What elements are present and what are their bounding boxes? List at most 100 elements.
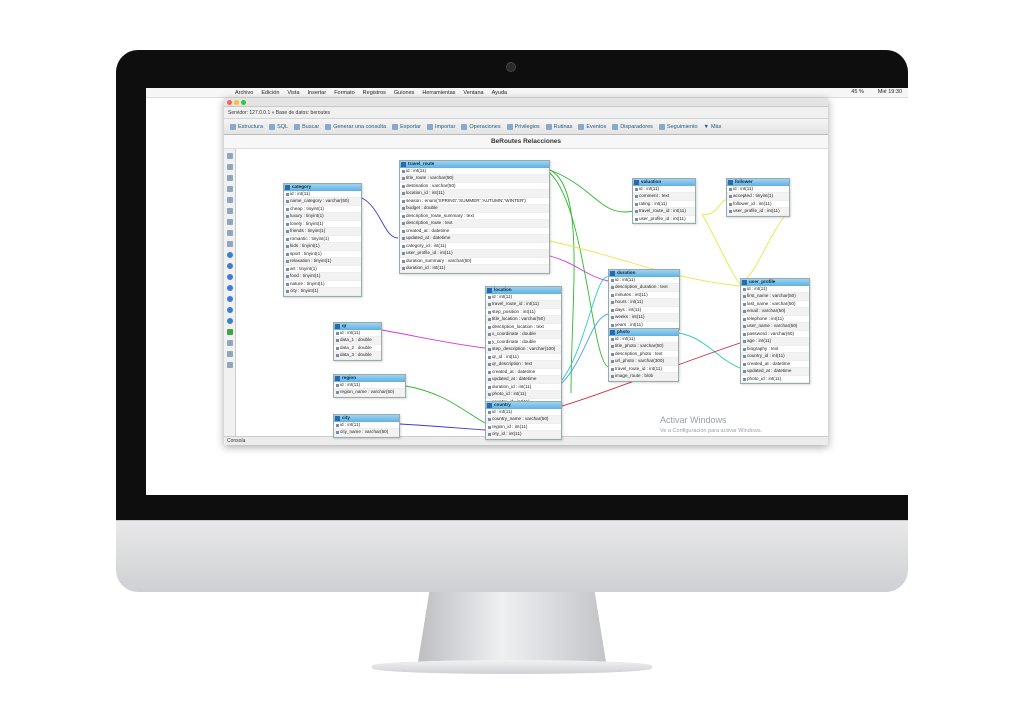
tab-eventos[interactable]: Eventos: [578, 123, 606, 130]
menu-herramientas[interactable]: Herramientas: [422, 89, 456, 96]
toolbar-icon[interactable]: [227, 307, 233, 313]
table-row[interactable]: travel_route_id : int(11): [486, 301, 561, 309]
table-row[interactable]: id : int(11): [284, 191, 361, 198]
table-travel-route[interactable]: travel_route id : int(11) title_route : …: [399, 160, 550, 274]
table-city[interactable]: city id : int(11) city_name : varchar(50…: [333, 414, 400, 438]
table-row[interactable]: x_coordinate : double: [486, 331, 561, 339]
table-header[interactable]: region: [334, 375, 405, 382]
table-row[interactable]: country_name : varchar(50): [486, 416, 561, 424]
table-header[interactable]: valuation: [633, 179, 695, 186]
table-row[interactable]: image_route : blob: [609, 373, 678, 381]
tab-disparadores[interactable]: Disparadores: [612, 123, 653, 130]
table-row[interactable]: step_description : varchar(100): [486, 346, 561, 354]
table-row[interactable]: photo_id : int(11): [741, 376, 809, 383]
table-row[interactable]: kids : tinyint(1): [284, 243, 361, 251]
table-row[interactable]: art : tinyint(1): [284, 266, 361, 273]
table-header[interactable]: duration: [609, 270, 679, 277]
table-row[interactable]: description_photo : text: [609, 351, 678, 358]
menu-vista[interactable]: Vista: [287, 89, 300, 96]
table-row[interactable]: data_3 : double: [334, 352, 381, 360]
table-row[interactable]: user_profile_id : int(11): [727, 208, 789, 216]
tab-generar-consulta[interactable]: Generar una consulta: [325, 123, 386, 130]
table-location[interactable]: location id : int(11) travel_route_id : …: [485, 286, 562, 407]
table-follower[interactable]: follower id : int(11) accepted : tinyint…: [726, 178, 790, 217]
menu-edicion[interactable]: Edición: [261, 89, 280, 96]
table-row[interactable]: photo_id : int(11): [486, 391, 561, 399]
table-row[interactable]: description_route_summary : text: [400, 213, 549, 220]
table-row[interactable]: id : int(11): [727, 186, 789, 193]
toolbar-icon[interactable]: [227, 296, 233, 302]
toolbar-icon[interactable]: [227, 340, 233, 346]
table-row[interactable]: title_route : varchar(50): [400, 175, 549, 183]
table-row[interactable]: follower_id : int(11): [727, 201, 789, 208]
table-row[interactable]: season : enum('SPRING','SUMMER','AUTUMN'…: [400, 198, 549, 205]
table-row[interactable]: id : int(11): [486, 409, 561, 416]
table-row[interactable]: days : int(11): [609, 307, 679, 314]
tab-operaciones[interactable]: Operaciones: [461, 123, 501, 130]
table-row[interactable]: id : int(11): [609, 336, 678, 343]
menu-guiones[interactable]: Guiones: [393, 89, 415, 96]
toolbar-icon[interactable]: [227, 164, 233, 170]
toolbar-icon[interactable]: [227, 318, 233, 324]
table-row[interactable]: title_location : varchar(50): [486, 316, 561, 324]
table-row[interactable]: id : int(11): [400, 168, 549, 175]
table-header[interactable]: location: [486, 287, 561, 294]
table-row[interactable]: data_1 : double: [334, 337, 381, 345]
table-header[interactable]: qr: [334, 323, 381, 330]
tab-exportar[interactable]: Exportar: [392, 123, 421, 130]
table-row[interactable]: y_coordinate : double: [486, 339, 561, 346]
toolbar-icon[interactable]: [227, 362, 233, 368]
toolbar-icon[interactable]: [227, 208, 233, 214]
table-row[interactable]: cheap : tinyint(1): [284, 206, 361, 213]
table-row[interactable]: minutes : int(11): [609, 292, 679, 299]
table-header[interactable]: user_profile: [741, 279, 809, 286]
table-row[interactable]: description_location : text: [486, 324, 561, 331]
table-row[interactable]: rating : int(11): [633, 201, 695, 208]
table-row[interactable]: id : int(11): [741, 286, 809, 293]
table-country[interactable]: country id : int(11) country_name : varc…: [485, 401, 562, 440]
table-row[interactable]: travel_route_id : int(11): [609, 366, 678, 373]
tab-rutinas[interactable]: Rutinas: [545, 123, 572, 130]
table-row[interactable]: last_name : varchar(50): [741, 301, 809, 308]
table-row[interactable]: country_id : int(11): [741, 353, 809, 361]
table-row[interactable]: description_duration : text: [609, 284, 679, 292]
table-row[interactable]: data_2 : double: [334, 345, 381, 352]
table-row[interactable]: lonely : tinyint(1): [284, 221, 361, 228]
toolbar-icon[interactable]: [227, 241, 233, 247]
table-header[interactable]: follower: [727, 179, 789, 186]
table-valuation[interactable]: valuation id : int(11) comment : text ra…: [632, 178, 696, 224]
table-row[interactable]: duration_summary : varchar(50): [400, 258, 549, 265]
table-row[interactable]: weeks : int(11): [609, 314, 679, 322]
tab-seguimiento[interactable]: Seguimiento: [658, 123, 698, 130]
tab-estructura[interactable]: Estructura: [230, 123, 263, 130]
table-row[interactable]: id : int(11): [334, 422, 399, 429]
table-row[interactable]: created_at : datetime: [486, 369, 561, 376]
table-row[interactable]: id : int(11): [334, 330, 381, 337]
table-row[interactable]: created_at : datetime: [741, 361, 809, 368]
toolbar-icon[interactable]: [227, 219, 233, 225]
table-row[interactable]: budget : double: [400, 205, 549, 213]
tab-importar[interactable]: Importar: [426, 123, 455, 130]
tab-buscar[interactable]: Buscar: [294, 123, 319, 130]
toolbar-icon[interactable]: [227, 230, 233, 236]
tab-mas[interactable]: ▼Más: [704, 124, 722, 130]
table-row[interactable]: updated_at : datetime: [400, 235, 549, 243]
table-row[interactable]: step_position : int(11): [486, 309, 561, 316]
table-row[interactable]: accepted : tinyint(1): [727, 193, 789, 201]
table-row[interactable]: qr_description : text: [486, 361, 561, 369]
table-row[interactable]: updated_at : datetime: [741, 368, 809, 376]
table-row[interactable]: telephone : int(11): [741, 316, 809, 323]
table-row[interactable]: relaxation : tinyint(1): [284, 258, 361, 266]
toolbar-icon[interactable]: [227, 186, 233, 192]
table-row[interactable]: region_id : int(11): [486, 424, 561, 431]
table-duration[interactable]: duration id : int(11) description_durati…: [608, 269, 680, 330]
table-row[interactable]: location_id : int(11): [400, 190, 549, 198]
table-header[interactable]: photo: [609, 329, 678, 336]
close-icon[interactable]: [227, 100, 232, 105]
table-row[interactable]: luxury : tinyint(1): [284, 213, 361, 221]
table-row[interactable]: travel_route_id : int(11): [633, 208, 695, 216]
table-row[interactable]: first_name : varchar(50): [741, 293, 809, 301]
table-row[interactable]: city : tinyint(1): [284, 288, 361, 296]
table-header[interactable]: country: [486, 402, 561, 409]
table-qr[interactable]: qr id : int(11) data_1 : double data_2 :…: [333, 322, 382, 361]
